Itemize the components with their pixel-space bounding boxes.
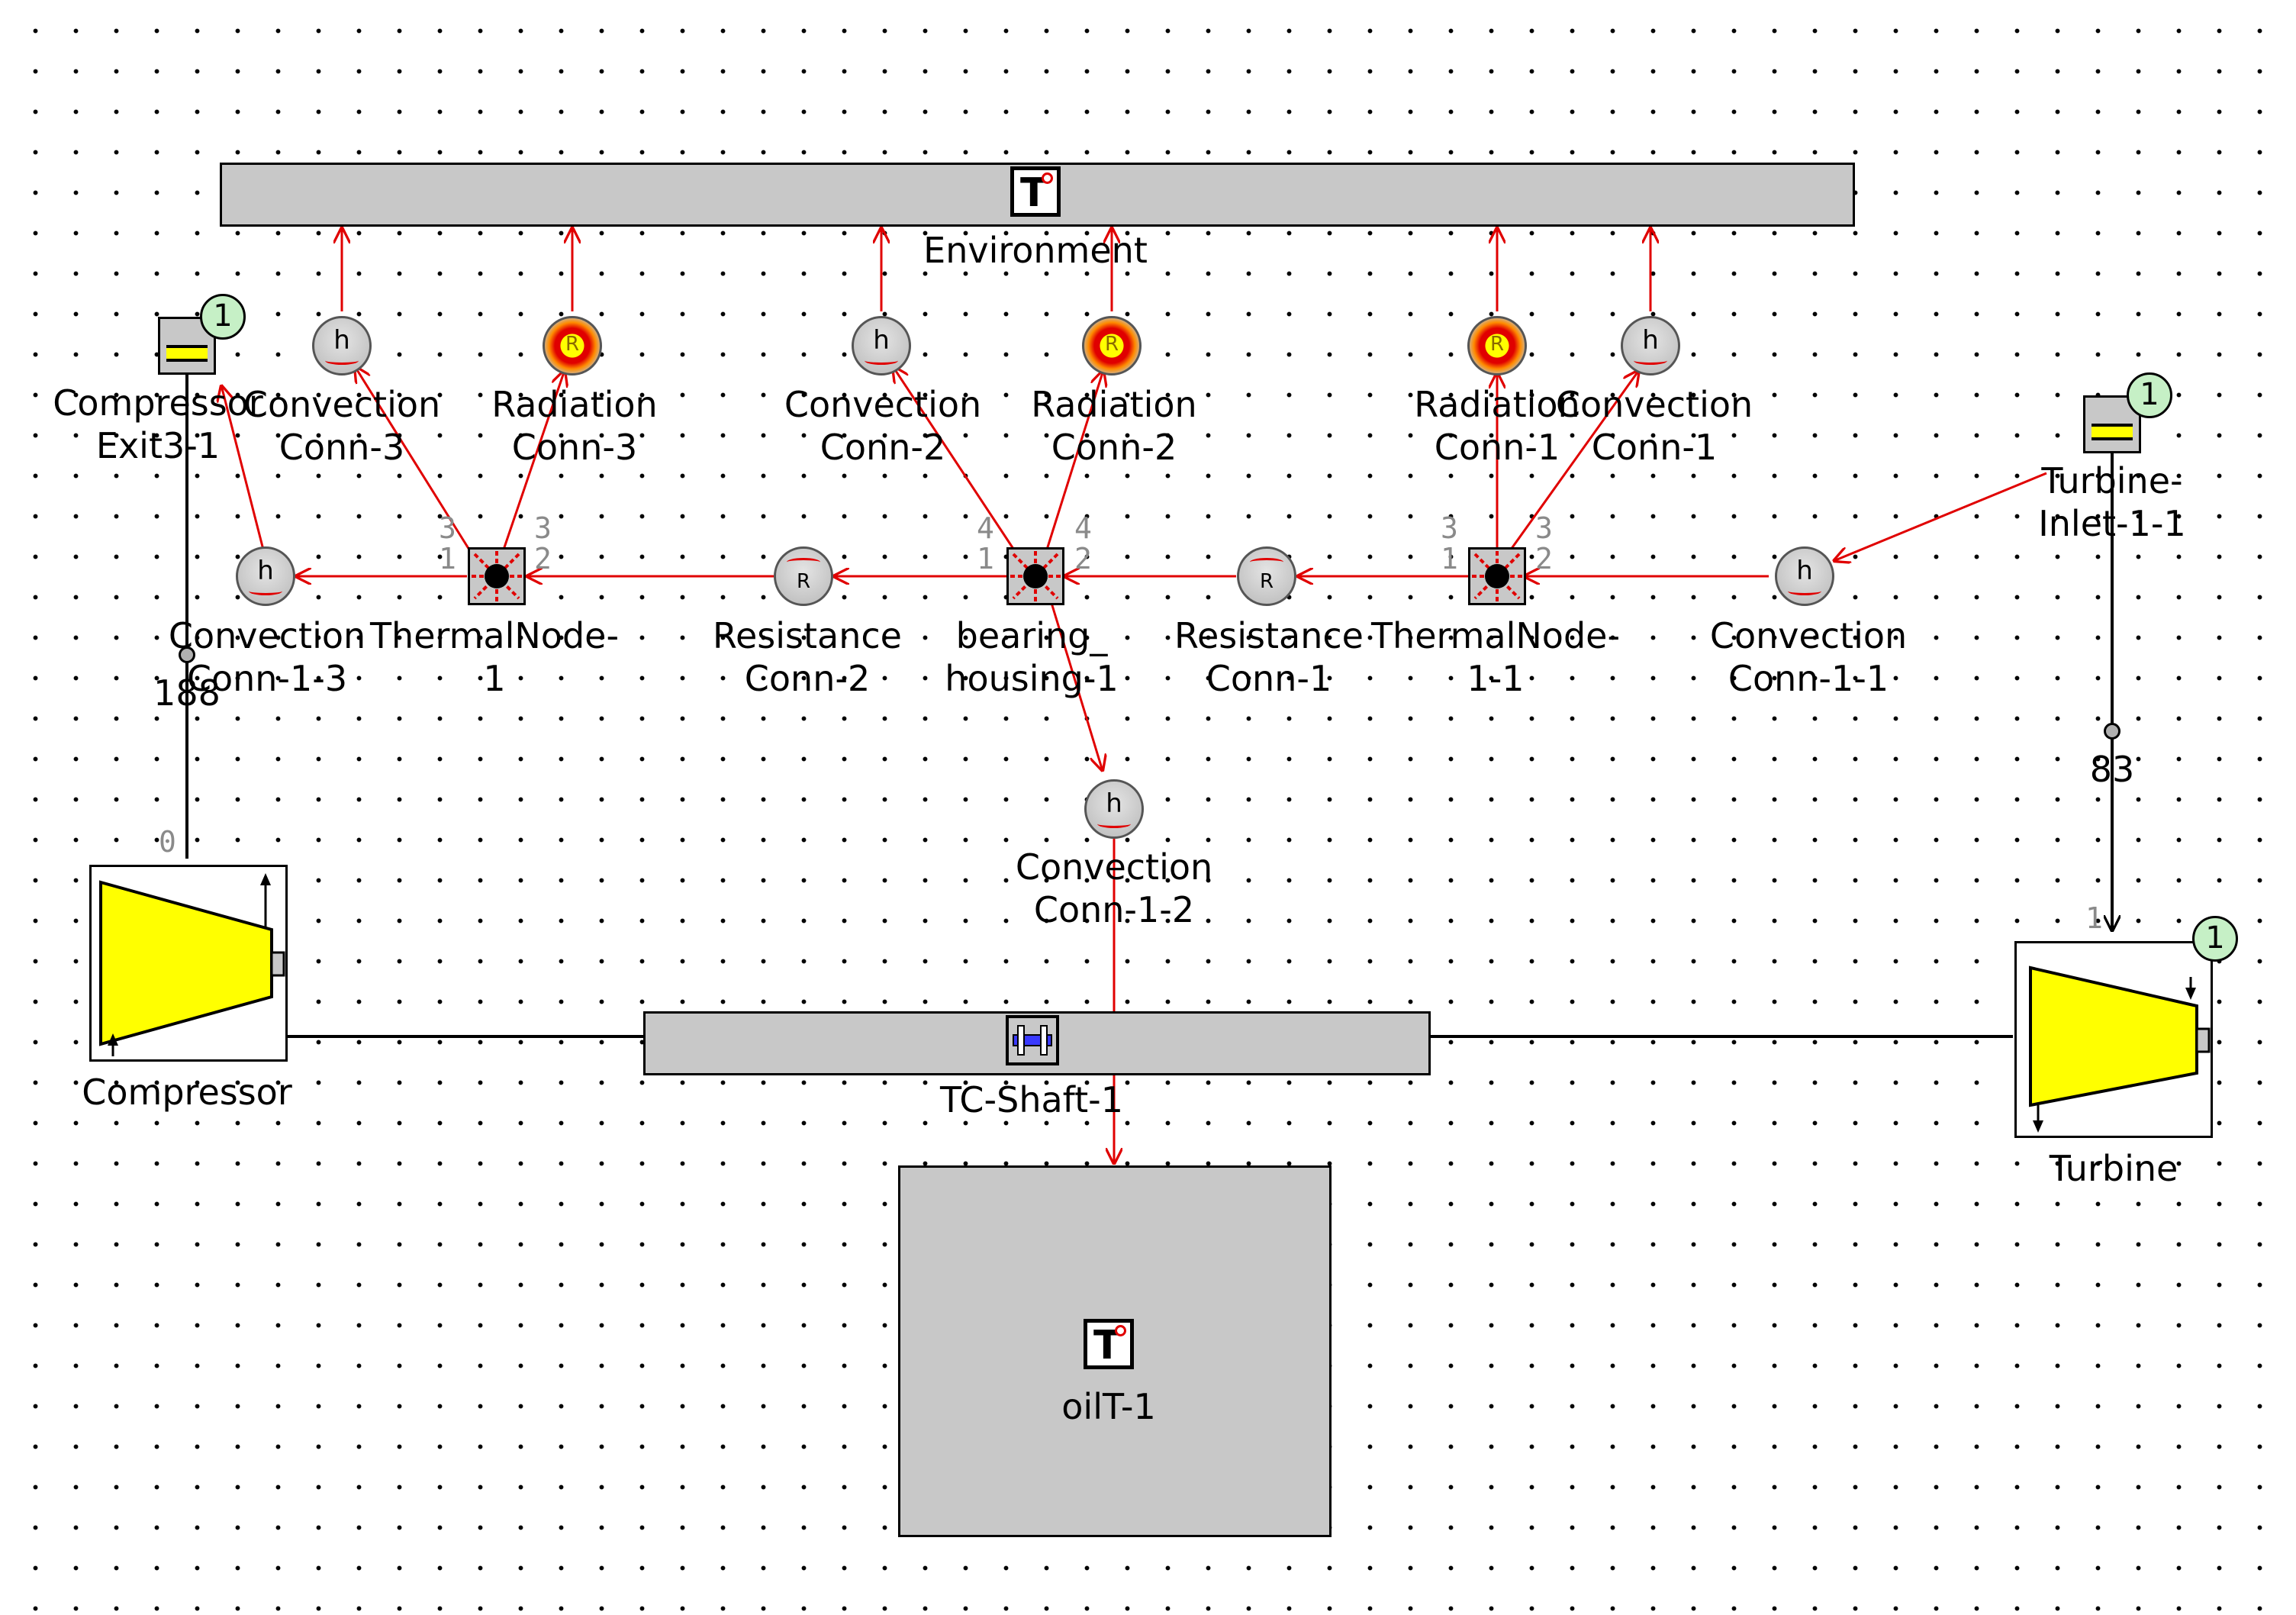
bearing-housing-label: bearing_ housing-1 xyxy=(945,615,1119,699)
turbine-label: Turbine xyxy=(2049,1148,2178,1189)
exit-stripe xyxy=(166,345,208,362)
thermal-node-icon xyxy=(1010,551,1061,601)
turbine-block[interactable] xyxy=(2014,941,2213,1138)
convection-conn-3-label: Convection Conn-3 xyxy=(243,384,441,468)
wire-tn11-c1 xyxy=(1509,370,1639,550)
compressor-exit-label: Compressor Exit3-1 xyxy=(53,382,263,466)
turbine-badge: 1 xyxy=(2192,916,2238,962)
thermal-node-1-1[interactable] xyxy=(1468,547,1526,605)
bearing-housing-node[interactable] xyxy=(1006,547,1064,605)
turbine-junction-value: 83 xyxy=(2089,749,2135,790)
shaft-glyph xyxy=(1013,1025,1052,1056)
environment-label: Environment xyxy=(923,230,1148,271)
wave-mark xyxy=(1788,587,1821,595)
convection-conn-1-2[interactable]: h xyxy=(1084,779,1144,839)
compressor-block[interactable] xyxy=(89,865,288,1062)
resistance-conn-1[interactable]: R xyxy=(1237,546,1296,606)
resistance-conn-2[interactable]: R xyxy=(774,546,833,606)
compressor-junction-value: 188 xyxy=(153,672,221,714)
tn1-port-right: 3 2 xyxy=(534,511,552,575)
tc-shaft-label: TC-Shaft-1 xyxy=(940,1079,1123,1120)
wave-mark xyxy=(1097,820,1131,828)
degree-mark xyxy=(1042,172,1053,184)
radiation-conn-3-label: Radiation Conn-3 xyxy=(491,384,658,468)
resistance-letter: R xyxy=(1259,570,1274,593)
wire-tn1-c3 xyxy=(355,366,473,554)
convection-conn-2[interactable]: h xyxy=(852,316,911,376)
convection-conn-1-2-label: Convection Conn-1-2 xyxy=(1015,846,1213,930)
thermal-node-1-label: ThermalNode- 1 xyxy=(369,615,620,699)
radiation-letter: R xyxy=(565,333,580,356)
turbine-flow-junction[interactable] xyxy=(2104,723,2120,740)
resistance-conn-2-label: Resistance Conn-2 xyxy=(713,615,902,699)
resistance-letter: R xyxy=(796,570,811,593)
wire-tn1-r3 xyxy=(502,370,565,550)
thermal-node-icon xyxy=(1472,551,1522,601)
wave-mark xyxy=(1250,558,1283,566)
wire-bearing-c12 xyxy=(1050,602,1103,771)
tn11-port-right: 3 2 xyxy=(1535,511,1553,575)
inlet-stripe xyxy=(2092,424,2133,440)
turbine-port-label: 1 xyxy=(2085,901,2103,935)
environment-temperature-icon[interactable]: T xyxy=(1010,166,1061,217)
thermal-node-1-1-label: ThermalNode- 1-1 xyxy=(1370,615,1621,699)
turbine-inlet-badge: 1 xyxy=(2127,372,2172,418)
thermal-node-1[interactable] xyxy=(468,547,526,605)
turbine-inlet-label: Turbine- Inlet-1-1 xyxy=(2038,460,2186,544)
oil-tank-label: oilT-1 xyxy=(1061,1386,1156,1427)
wire-inlet-c11 xyxy=(1834,472,2047,561)
compressor-exit-badge: 1 xyxy=(200,294,246,340)
shaft-icon[interactable] xyxy=(1006,1015,1059,1065)
wave-mark xyxy=(865,356,898,365)
resistance-conn-1-label: Resistance Conn-1 xyxy=(1174,615,1364,699)
bearing-port-right: 4 2 xyxy=(1074,511,1092,575)
convection-conn-1-1-label: Convection Conn-1-1 xyxy=(1709,615,1908,699)
convection-letter: h xyxy=(1796,556,1813,586)
convection-conn-1-3-label: Convection Conn-1-3 xyxy=(168,615,366,699)
convection-letter: h xyxy=(333,325,350,356)
compressor-label: Compressor xyxy=(82,1072,292,1113)
tn1-port-left: 3 1 xyxy=(439,511,456,575)
radiation-conn-3[interactable]: R xyxy=(543,316,602,376)
wave-mark xyxy=(249,587,282,595)
wire-bearing-r2 xyxy=(1045,370,1103,550)
thermal-node-icon xyxy=(472,551,522,601)
convection-conn-1-3[interactable]: h xyxy=(236,546,295,606)
compressor-flow-junction[interactable] xyxy=(179,646,195,663)
tn11-port-left: 3 1 xyxy=(1441,511,1458,575)
radiation-letter: R xyxy=(1104,333,1119,356)
wave-mark xyxy=(325,356,359,365)
compressor-icon xyxy=(99,873,285,1056)
convection-letter: h xyxy=(257,556,274,586)
convection-letter: h xyxy=(873,325,890,356)
radiation-conn-2[interactable]: R xyxy=(1082,316,1142,376)
wire-bearing-c2 xyxy=(893,366,1016,552)
convection-letter: h xyxy=(1642,325,1659,356)
convection-letter: h xyxy=(1106,788,1122,819)
convection-conn-3[interactable]: h xyxy=(312,316,372,376)
turbine-icon xyxy=(2029,965,2211,1133)
wire-c13-exit xyxy=(221,385,265,550)
degree-mark xyxy=(1115,1325,1126,1336)
radiation-conn-2-label: Radiation Conn-2 xyxy=(1031,384,1197,468)
radiation-letter: R xyxy=(1489,333,1505,356)
convection-conn-1-label: Convection Conn-1 xyxy=(1555,384,1753,468)
radiation-conn-1[interactable]: R xyxy=(1467,316,1527,376)
oil-temperature-icon[interactable]: T xyxy=(1084,1319,1134,1369)
convection-conn-2-label: Convection Conn-2 xyxy=(784,384,982,468)
compressor-port-label: 0 xyxy=(159,825,176,859)
wave-mark xyxy=(1634,356,1667,365)
convection-conn-1[interactable]: h xyxy=(1621,316,1680,376)
convection-conn-1-1[interactable]: h xyxy=(1775,546,1834,606)
wave-mark xyxy=(787,558,820,566)
radiation-conn-1-label: Radiation Conn-1 xyxy=(1414,384,1580,468)
bearing-port-left: 4 1 xyxy=(977,511,994,575)
